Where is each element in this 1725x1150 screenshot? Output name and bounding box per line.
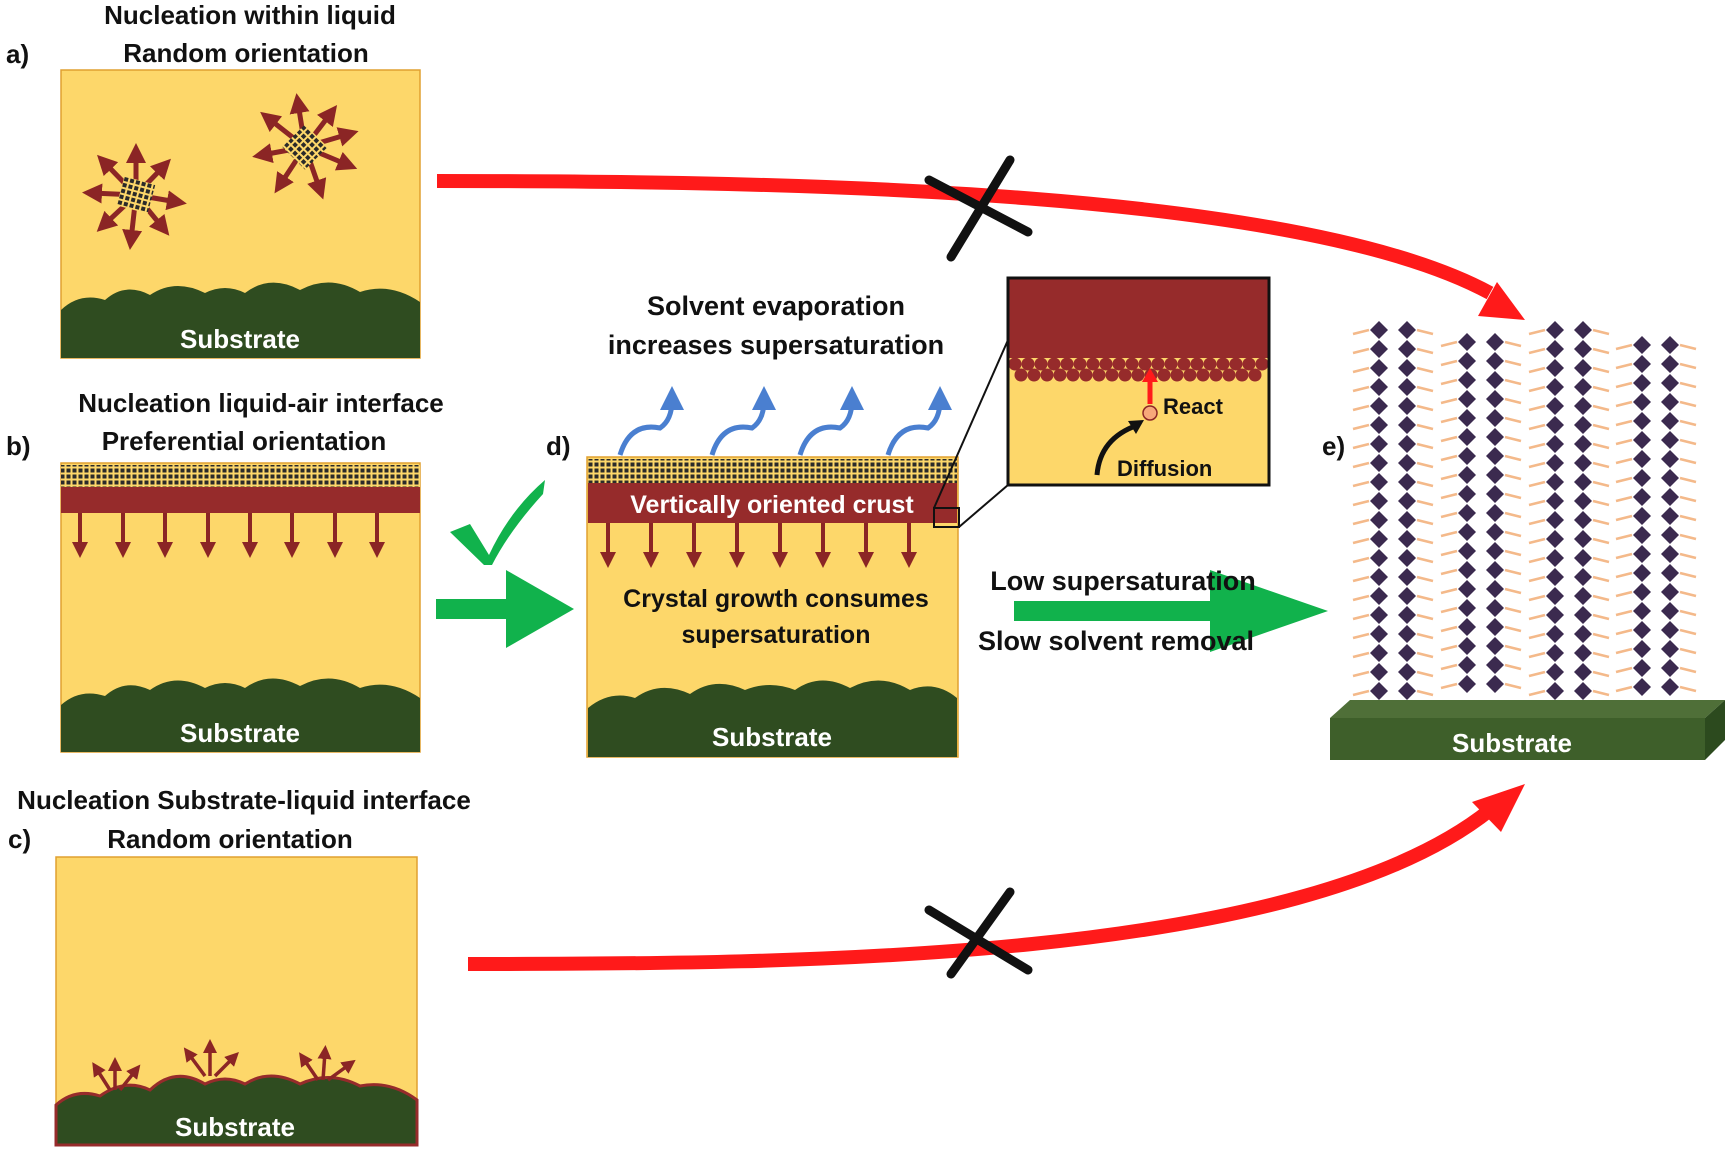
panel-letter-c: c) (8, 824, 31, 854)
substrate-mound-d (588, 680, 957, 757)
panel-b-title-2: Preferential orientation (102, 426, 387, 456)
cross-mark-icon (924, 887, 1033, 979)
evaporation-arrows (617, 399, 943, 456)
panel-a-title-1: Nucleation within liquid (104, 0, 396, 30)
precursor-ion (1142, 405, 1158, 421)
growth-arrows-d (600, 523, 917, 568)
ligand-chains (1352, 328, 1697, 697)
crust-label: Vertically oriented crust (630, 491, 914, 519)
substrate-mound-a (61, 282, 420, 358)
cross-mark-icon (924, 155, 1033, 262)
substrate-slab-top (1330, 700, 1725, 718)
interface-inset: React Diffusion (933, 276, 1271, 528)
diffusion-label: Diffusion (1117, 456, 1212, 481)
red-arrow-top (436, 174, 1525, 320)
panel-letter-b: b) (6, 431, 31, 461)
panel-a: Substrate (60, 69, 421, 359)
substrate-nuclei-arrows (92, 1039, 356, 1092)
check-mark-icon (450, 480, 545, 565)
panel-letter-a: a) (6, 39, 29, 69)
substrate-label-c: Substrate (175, 1112, 295, 1142)
crust-b (61, 487, 420, 513)
panel-b-title-1: Nucleation liquid-air interface (78, 388, 444, 418)
substrate-label-d: Substrate (712, 722, 832, 752)
panel-letter-e: e) (1322, 431, 1345, 461)
crystal-columns (1370, 321, 1679, 700)
substrate-label-a: Substrate (180, 324, 300, 354)
panel-e: Substrate (1330, 321, 1725, 760)
panel-c-title-2: Random orientation (107, 824, 353, 854)
substrate-mound-b (61, 678, 420, 752)
green-arrow-d-to-e (1014, 570, 1328, 652)
substrate-mound-c (54, 1074, 419, 1147)
panel-a-title-2: Random orientation (123, 38, 369, 68)
nucleus-1 (82, 143, 187, 250)
nucleus-2 (252, 93, 359, 200)
crust-d (588, 483, 957, 523)
green-arrow-b-to-d (436, 570, 574, 648)
growth-arrows-b (72, 513, 385, 558)
growth-label-2: supersaturation (682, 621, 871, 649)
panel-d: Vertically oriented crust Crystal growth… (586, 386, 960, 758)
substrate-label-e: Substrate (1452, 728, 1572, 758)
panel-d-title-1: Solvent evaporation (647, 291, 905, 321)
condition-label-2: Slow solvent removal (978, 626, 1254, 656)
condition-label-1: Low supersaturation (990, 566, 1256, 596)
red-arrow-bottom (467, 784, 1525, 971)
evaporation-arrow-heads (660, 386, 952, 410)
panel-b: Substrate (60, 462, 421, 753)
panel-d-title-2: increases supersaturation (608, 330, 944, 360)
substrate-slab-front (1330, 718, 1705, 760)
surface-crystals-b (61, 465, 420, 487)
panel-c: Substrate (54, 856, 419, 1147)
surface-crystals-d (588, 459, 957, 483)
react-label: React (1163, 394, 1224, 419)
substrate-slab-side (1705, 700, 1725, 760)
crust-beads (1008, 357, 1269, 382)
zoom-box (933, 507, 960, 528)
growth-label-1: Crystal growth consumes (623, 585, 929, 613)
substrate-label-b: Substrate (180, 718, 300, 748)
panel-letter-d: d) (546, 431, 571, 461)
panel-c-title-1: Nucleation Substrate-liquid interface (17, 785, 471, 815)
